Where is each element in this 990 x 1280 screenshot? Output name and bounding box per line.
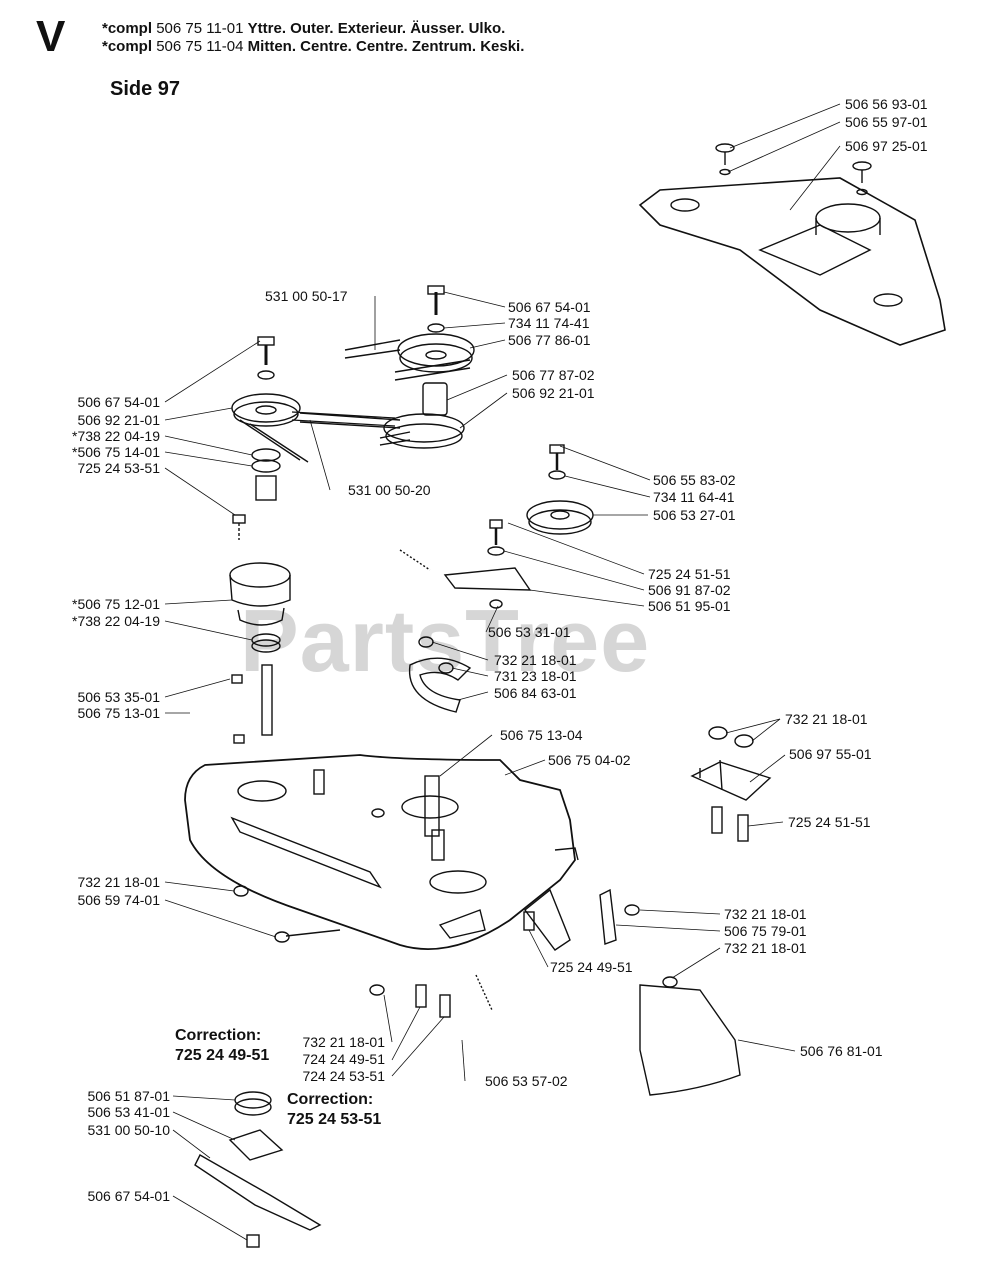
compl-line-2: *compl 506 75 11-04 Mitten. Centre. Cent… [102, 38, 524, 55]
part-label: 506 51 95-01 [648, 598, 731, 614]
part-label: 506 75 79-01 [724, 923, 807, 939]
left-spindle [229, 336, 309, 744]
part-label: 734 11 64-41 [653, 489, 735, 505]
compl-prefix: *compl [102, 20, 153, 37]
part-label: 725 24 51-51 [788, 814, 871, 830]
part-label: 506 91 87-02 [648, 582, 731, 598]
part-label: 506 55 83-02 [653, 472, 736, 488]
discharge-chute [523, 888, 741, 1096]
part-label: *738 22 04-19 [72, 613, 160, 629]
section-letter: V [36, 12, 66, 61]
compl-part: 506 75 11-04 [156, 38, 244, 55]
part-label: 506 53 35-01 [77, 689, 160, 705]
correction-note-1: Correction: 725 24 49-51 [175, 1026, 269, 1066]
part-label: 732 21 18-01 [494, 652, 577, 668]
page-reference: Side 97 [110, 78, 181, 100]
part-label: *506 75 12-01 [72, 596, 160, 612]
part-label: 506 59 74-01 [77, 892, 160, 908]
compl-desc: Yttre. Outer. Exterieur. Äusser. Ulko. [247, 20, 506, 37]
deck-hardware [233, 885, 493, 1018]
part-label: 725 24 51-51 [648, 566, 731, 582]
part-label: 506 97 25-01 [845, 138, 928, 154]
part-label: 531 00 50-17 [265, 288, 348, 304]
compl-prefix: *compl [102, 38, 153, 55]
part-label: 732 21 18-01 [302, 1034, 385, 1050]
part-label: 531 00 50-20 [348, 482, 431, 498]
correction-title: Correction: [287, 1091, 374, 1108]
part-label: 506 77 87-02 [512, 367, 595, 383]
upper-pulley [299, 285, 475, 449]
part-label: *738 22 04-19 [72, 428, 160, 444]
part-label: 506 67 54-01 [87, 1188, 170, 1204]
part-label: 724 24 53-51 [302, 1068, 385, 1084]
part-label: 531 00 50-10 [87, 1122, 170, 1138]
part-label: 506 53 41-01 [87, 1104, 170, 1120]
part-label: 506 53 31-01 [488, 624, 571, 640]
part-label: 506 97 55-01 [789, 746, 872, 762]
center-arc-plate [408, 636, 472, 713]
part-label: 506 75 13-01 [77, 705, 160, 721]
right-bracket [690, 726, 772, 842]
part-label: 506 75 04-02 [548, 752, 631, 768]
mower-deck [184, 754, 579, 951]
correction-note-2: Correction: 725 24 53-51 [287, 1090, 381, 1130]
part-label: 724 24 49-51 [302, 1051, 385, 1067]
part-label: 506 92 21-01 [77, 412, 160, 428]
part-label: 732 21 18-01 [785, 711, 868, 727]
part-label: 732 21 18-01 [724, 906, 807, 922]
part-label: 734 11 74-41 [508, 315, 590, 331]
part-label: 506 51 87-01 [87, 1088, 170, 1104]
part-label: 506 53 27-01 [653, 507, 736, 523]
part-label: 506 67 54-01 [77, 394, 160, 410]
compl-line-1: *compl 506 75 11-01 Yttre. Outer. Exteri… [102, 20, 505, 37]
drive-belt [291, 411, 396, 427]
part-label: 725 24 49-51 [550, 959, 633, 975]
part-label: 732 21 18-01 [724, 940, 807, 956]
top-cover [638, 177, 946, 346]
part-label: 506 92 21-01 [512, 385, 595, 401]
part-label: 506 77 86-01 [508, 332, 591, 348]
part-label: 506 53 57-02 [485, 1073, 568, 1089]
compl-desc: Mitten. Centre. Centre. Zentrum. Keski. [247, 38, 525, 55]
part-label: 725 24 53-51 [77, 460, 160, 476]
part-label: 506 67 54-01 [508, 299, 591, 315]
correction-value: 725 24 49-51 [175, 1047, 270, 1064]
idler-assembly [399, 444, 594, 609]
correction-value: 725 24 53-51 [287, 1111, 382, 1128]
part-label: 506 75 13-04 [500, 727, 583, 743]
compl-part: 506 75 11-01 [156, 20, 244, 37]
part-label: 506 56 93-01 [845, 96, 928, 112]
part-label: 732 21 18-01 [77, 874, 160, 890]
cover-screw-icon [715, 143, 872, 196]
part-label: 506 76 81-01 [800, 1043, 883, 1059]
part-label: *506 75 14-01 [72, 444, 160, 460]
leader-lines [164, 103, 841, 1241]
part-label: 506 55 97-01 [845, 114, 928, 130]
part-label: 506 84 63-01 [494, 685, 577, 701]
correction-title: Correction: [175, 1027, 262, 1044]
part-label: 731 23 18-01 [494, 668, 577, 684]
